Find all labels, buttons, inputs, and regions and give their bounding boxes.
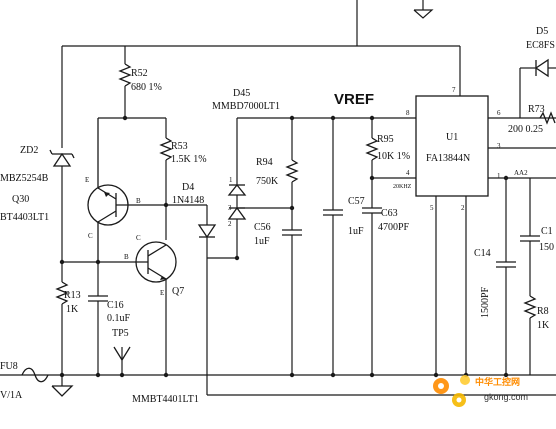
u1-pin-5: 5 [430, 204, 434, 212]
watermark-url: gkong.com [484, 392, 528, 402]
q7-part: MMBT4401LT1 [132, 394, 199, 405]
r52-resistor: R52 680 1% [118, 46, 162, 118]
d5-part: EC8FS [526, 40, 555, 51]
gear-icon [433, 375, 470, 407]
fu8-ref: FU8 [0, 361, 18, 372]
d5-ref: D5 [536, 26, 548, 37]
r95-resistor: R95 10K 1% [365, 115, 410, 178]
u1-pin-8: 8 [406, 109, 410, 117]
r73-ref: R73 [528, 104, 545, 115]
r53-ref: R53 [171, 141, 188, 152]
r95-ref: R95 [377, 134, 394, 145]
r94-ref: R94 [256, 157, 273, 168]
tp5-testpoint: TP5 [112, 328, 131, 375]
zd2-part: MBZ5254B [0, 173, 49, 184]
u1-part: FA13844N [426, 153, 470, 164]
zd2-zener: ZD2 MBZ5254B [0, 46, 75, 265]
c16-ref: C16 [107, 300, 124, 311]
u1-pin-3: 3 [497, 142, 501, 150]
tp5-label: TP5 [112, 328, 129, 339]
q7-transistor: B C E Q7 MMBT4401LT1 [95, 205, 199, 405]
c56-val: 1uF [254, 236, 270, 247]
c57-val: 1uF [348, 226, 364, 237]
vref-net-label: VREF [334, 91, 374, 108]
c1-ref: C1 [541, 226, 553, 237]
q30-pin-e: E [85, 176, 89, 184]
d45-ref: D45 [233, 88, 250, 99]
c14-capacitor: C14 1500PF [474, 178, 516, 375]
d4-ref: D4 [182, 182, 194, 193]
watermark-title: 中华工控网 [475, 376, 520, 387]
r13-val: 1K [66, 304, 79, 315]
r53-val: 1.5K 1% [171, 154, 207, 165]
c63-ref: C63 [381, 208, 398, 219]
r52-ref: R52 [131, 68, 148, 79]
c56-capacitor: C56 1uF [254, 208, 302, 375]
q30-pin-c: C [88, 232, 93, 240]
top-wiring [62, 0, 461, 96]
u1-pin-4: 4 [406, 169, 410, 177]
c16-capacitor: C16 0.1uF [88, 265, 131, 375]
gkong-watermark: 中华工控网 gkong.com [433, 375, 528, 407]
u1-ic: U1 FA13844N 20KHZ 8 7 6 4 5 2 1 3 [393, 86, 556, 375]
u1-pin-7: 7 [452, 86, 456, 94]
q7-pin-e: E [160, 289, 164, 297]
r94-resistor: R94 750K [256, 115, 299, 211]
ground-bus [0, 258, 556, 397]
d45-pin-1: 1 [229, 176, 233, 184]
top-ground-symbol [413, 9, 434, 19]
r95-val: 10K 1% [377, 151, 410, 162]
q30-part: BT4403LT1 [0, 212, 49, 223]
u1-osc-label: 20KHZ [393, 184, 412, 190]
r8-resistor: R8 1K [523, 295, 550, 375]
c56-ref: C56 [254, 222, 271, 233]
d4-diode: D4 1N4148 [166, 182, 237, 259]
r52-val: 680 1% [131, 82, 162, 93]
c57-capacitor: C57 1uF [323, 115, 365, 375]
d45-part: MMBD7000LT1 [212, 101, 280, 112]
aa2-label: AA2 [514, 169, 528, 177]
r13-ref: R13 [64, 290, 81, 301]
c14-val: 1500PF [480, 286, 491, 318]
q30-transistor: E C B Q30 BT4403LT1 [0, 118, 169, 265]
zd2-ref: ZD2 [20, 145, 38, 156]
d45-pin-3: 3 [228, 204, 232, 212]
u1-pin-2: 2 [461, 204, 465, 212]
q7-ref: Q7 [172, 286, 184, 297]
d45-pin-2: 2 [228, 220, 232, 228]
r53-resistor: R53 1.5K 1% [159, 118, 207, 205]
c57-ref: C57 [348, 196, 365, 207]
d4-part: 1N4148 [172, 195, 204, 206]
r94-val: 750K [256, 176, 279, 187]
fu8-val: V/1A [0, 390, 23, 401]
u1-ref: U1 [446, 132, 458, 143]
bottom-ground-symbol [51, 385, 74, 397]
d5-diode: D5 EC8FS [519, 26, 556, 118]
r8-val: 1K [537, 320, 550, 331]
fu8-fuse: FU8 V/1A [0, 361, 49, 401]
c63-val: 4700PF [378, 222, 410, 233]
r73-val: 200 0.25 [508, 124, 543, 135]
c63-capacitor: C63 4700PF [362, 178, 410, 375]
u1-pin-6: 6 [497, 109, 501, 117]
c16-val: 0.1uF [107, 313, 131, 324]
d45-dual-diode: 1 3 2 D45 MMBD7000LT1 [212, 88, 416, 261]
c14-ref: C14 [474, 248, 491, 259]
r13-resistor: R13 1K [55, 259, 98, 375]
q30-pin-b: B [136, 197, 141, 205]
c1-val: 150 [539, 242, 554, 253]
r8-ref: R8 [537, 306, 549, 317]
c1-capacitor: C1 150 [520, 178, 554, 296]
q7-pin-c: C [136, 234, 141, 242]
u1-pin-1: 1 [497, 172, 501, 180]
q30-ref: Q30 [12, 194, 29, 205]
q7-pin-b: B [124, 253, 129, 261]
